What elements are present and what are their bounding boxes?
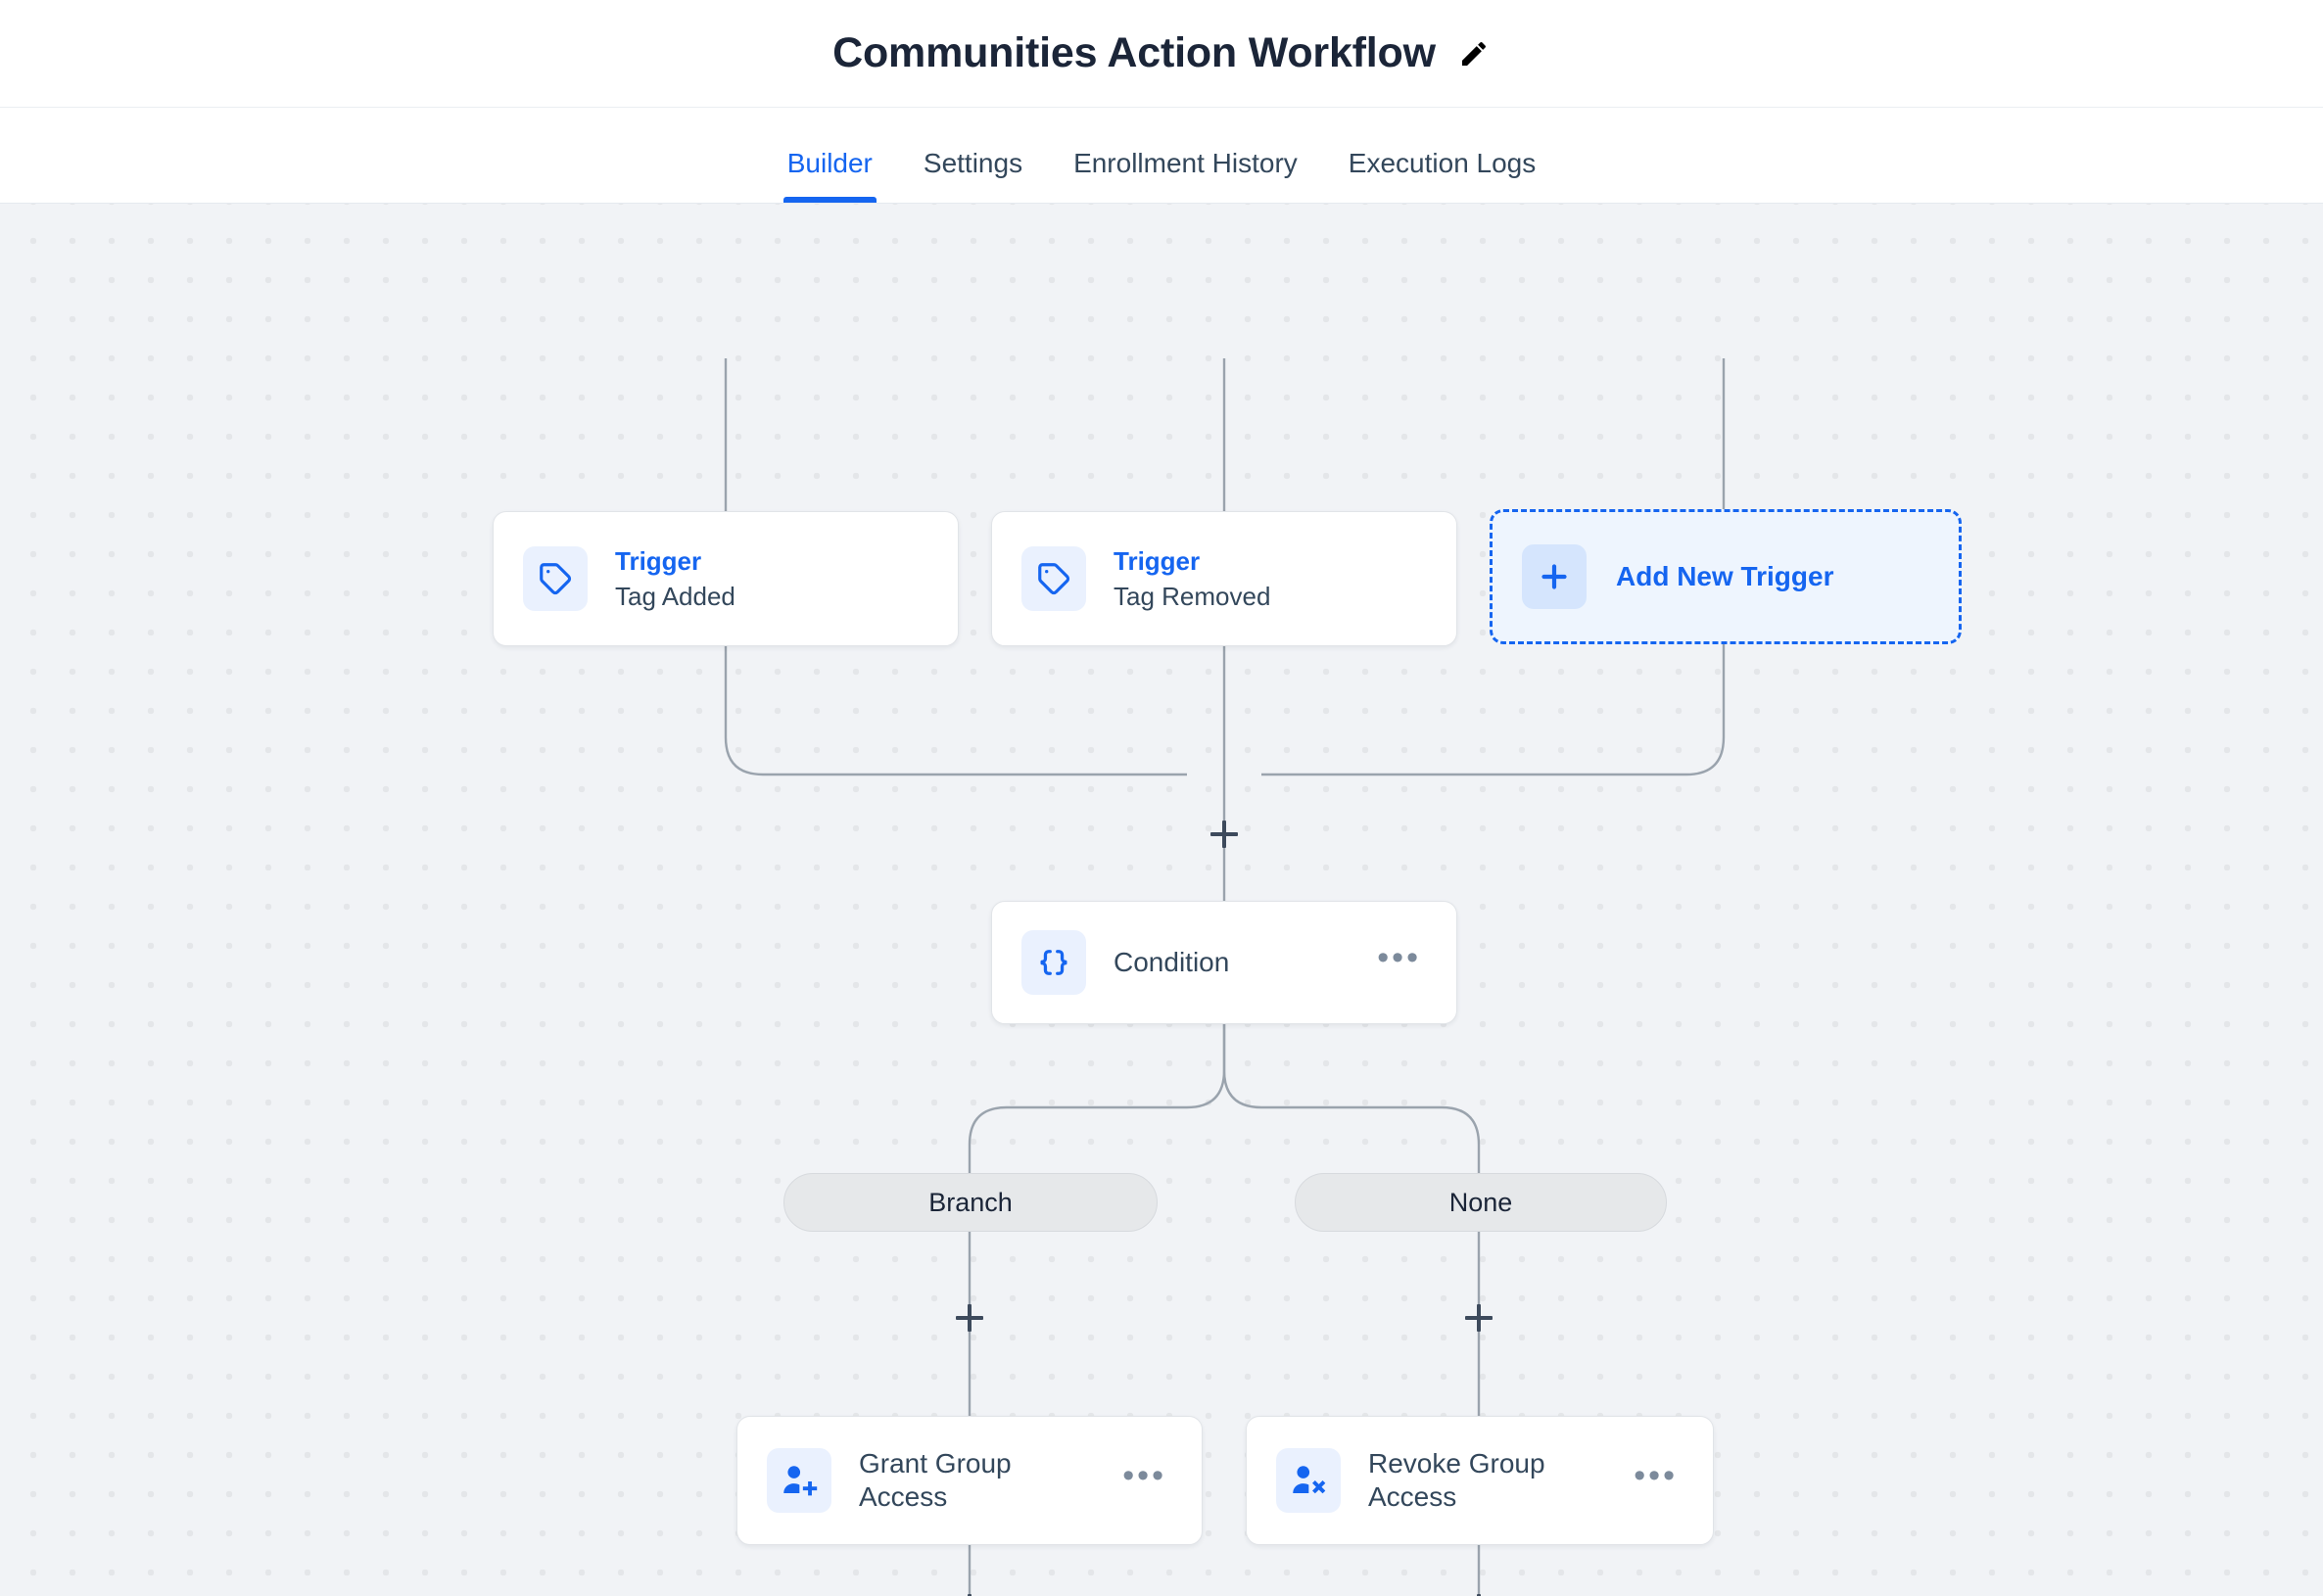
add-step-handle-right-end[interactable] (1457, 1586, 1500, 1596)
branch-pill-none-label: None (1448, 1187, 1513, 1217)
tag-icon (523, 546, 588, 611)
add-step-handle-trunk[interactable] (1203, 813, 1246, 856)
tab-execution-logs-label: Execution Logs (1348, 148, 1537, 178)
node-label: Tag Added (615, 581, 735, 611)
tab-settings[interactable]: Settings (898, 150, 1048, 203)
page-title: Communities Action Workflow (832, 29, 1436, 76)
tab-enrollment-history-label: Enrollment History (1073, 148, 1298, 178)
node-condition-label: Condition (1114, 947, 1230, 978)
app-header: Communities Action Workflow (0, 0, 2323, 108)
branch-pill-branch-label: Branch (928, 1187, 1013, 1217)
user-x-icon (1276, 1448, 1341, 1513)
node-revoke-group-access-label: Revoke Group Access (1368, 1448, 1545, 1512)
node-revoke-group-access[interactable]: Revoke Group Access ••• (1246, 1416, 1714, 1545)
tab-builder[interactable]: Builder (762, 150, 898, 203)
title-wrap: Communities Action Workflow (832, 29, 1491, 77)
tag-icon (1021, 546, 1086, 611)
node-condition-menu-icon[interactable]: ••• (1377, 939, 1421, 977)
add-step-handle-right-branch[interactable] (1457, 1296, 1500, 1339)
workflow-canvas[interactable]: Trigger Tag Added Trigger Tag Removed (0, 204, 2323, 1596)
node-trigger-tag-removed-text: Trigger Tag Removed (1114, 545, 1270, 612)
branch-pill-branch[interactable]: Branch (783, 1173, 1158, 1232)
add-step-handle-left-branch[interactable] (948, 1296, 991, 1339)
node-add-new-trigger[interactable]: Add New Trigger (1490, 509, 1962, 644)
branch-pill-none[interactable]: None (1295, 1173, 1667, 1232)
node-trigger-tag-added[interactable]: Trigger Tag Added (493, 511, 959, 646)
node-trigger-tag-added-text: Trigger Tag Added (615, 545, 735, 612)
user-plus-icon (767, 1448, 831, 1513)
plus-icon (1522, 544, 1587, 609)
node-grant-group-access[interactable]: Grant Group Access ••• (736, 1416, 1203, 1545)
node-label: Tag Removed (1114, 581, 1271, 611)
node-kicker: Trigger (1114, 546, 1201, 576)
node-trigger-tag-removed[interactable]: Trigger Tag Removed (991, 511, 1457, 646)
add-step-handle-left-end[interactable] (948, 1586, 991, 1596)
tab-builder-label: Builder (786, 148, 873, 178)
node-condition[interactable]: Condition ••• (991, 901, 1457, 1024)
connector-edges (724, 358, 1726, 1596)
workflow-flow: Trigger Tag Added Trigger Tag Removed (0, 204, 2323, 1596)
pencil-icon[interactable] (1457, 37, 1491, 70)
node-add-new-trigger-label: Add New Trigger (1616, 561, 1834, 591)
node-kicker: Trigger (615, 546, 702, 576)
tab-bar: Builder Settings Enrollment History Exec… (0, 108, 2323, 204)
tab-execution-logs[interactable]: Execution Logs (1323, 150, 1561, 203)
node-revoke-group-access-menu-icon[interactable]: ••• (1634, 1457, 1678, 1495)
tab-enrollment-history[interactable]: Enrollment History (1048, 150, 1323, 203)
node-grant-group-access-label: Grant Group Access (859, 1448, 1012, 1512)
tab-settings-label: Settings (923, 148, 1023, 178)
braces-icon (1021, 930, 1086, 995)
node-grant-group-access-menu-icon[interactable]: ••• (1122, 1457, 1166, 1495)
